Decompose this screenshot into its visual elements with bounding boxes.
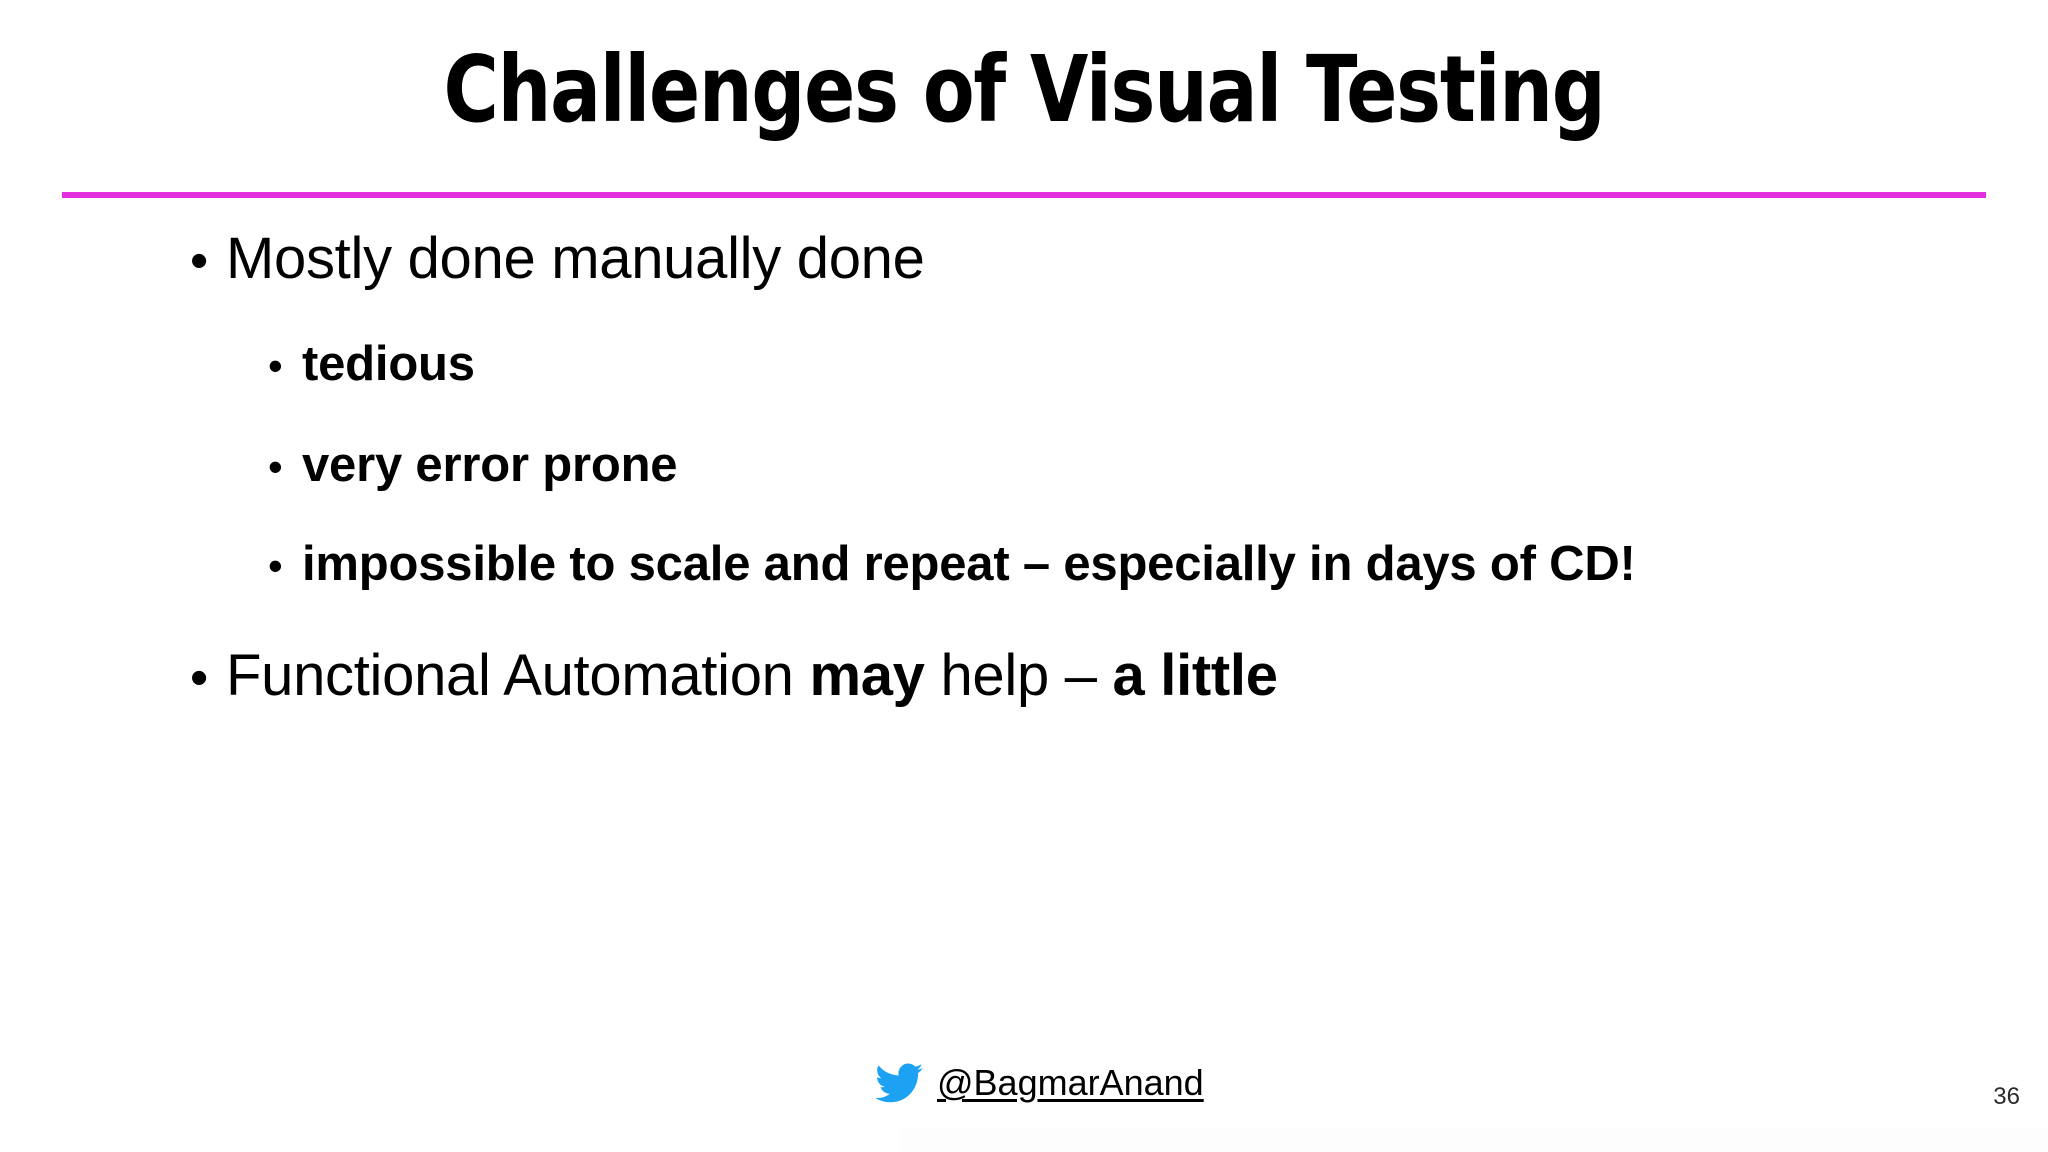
page-number: 36 bbox=[1993, 1083, 2020, 1110]
title-divider-rule bbox=[62, 192, 1986, 198]
twitter-handle-link[interactable]: @BagmarAnand bbox=[937, 1062, 1204, 1103]
list-item: •Mostly done manually done bbox=[0, 230, 2048, 288]
bottom-edge-band bbox=[900, 1128, 2048, 1152]
list-item-label: impossible to scale and repeat – especia… bbox=[302, 537, 1636, 591]
list-item-segment-emphasis: may bbox=[809, 643, 925, 708]
bullet-marker-icon: • bbox=[268, 342, 283, 389]
twitter-credit[interactable]: @BagmarAnand bbox=[875, 1062, 1204, 1104]
slide-footer: @BagmarAnand 36 bbox=[0, 1062, 2048, 1122]
bullet-list: •Mostly done manually done • tedious • ver… bbox=[0, 230, 2048, 705]
list-item-label: Functional Automation may help – a littl… bbox=[226, 647, 1278, 705]
list-item-segment: Functional Automation bbox=[226, 643, 810, 708]
bullet-marker-icon: • bbox=[190, 649, 208, 707]
list-item-segment: help – bbox=[924, 643, 1113, 708]
list-item-label: Mostly done manually done bbox=[226, 226, 925, 291]
list-item-label: very error prone bbox=[302, 438, 678, 492]
twitter-bird-icon bbox=[875, 1063, 923, 1103]
list-item: • impossible to scale and repeat – especi… bbox=[0, 540, 2048, 589]
list-item: • Functional Automation may help – a litt… bbox=[0, 647, 2048, 705]
list-item: • tedious bbox=[0, 340, 2048, 389]
list-item-label: tedious bbox=[302, 337, 475, 391]
page-title: Challenges of Visual Testing bbox=[443, 36, 1605, 143]
list-item-segment-emphasis: a little bbox=[1112, 643, 1278, 708]
bullet-marker-icon: • bbox=[268, 542, 283, 589]
bullet-marker-icon: • bbox=[268, 443, 283, 490]
bullet-marker-icon: • bbox=[190, 232, 208, 290]
list-item: • very error prone bbox=[0, 441, 2048, 490]
